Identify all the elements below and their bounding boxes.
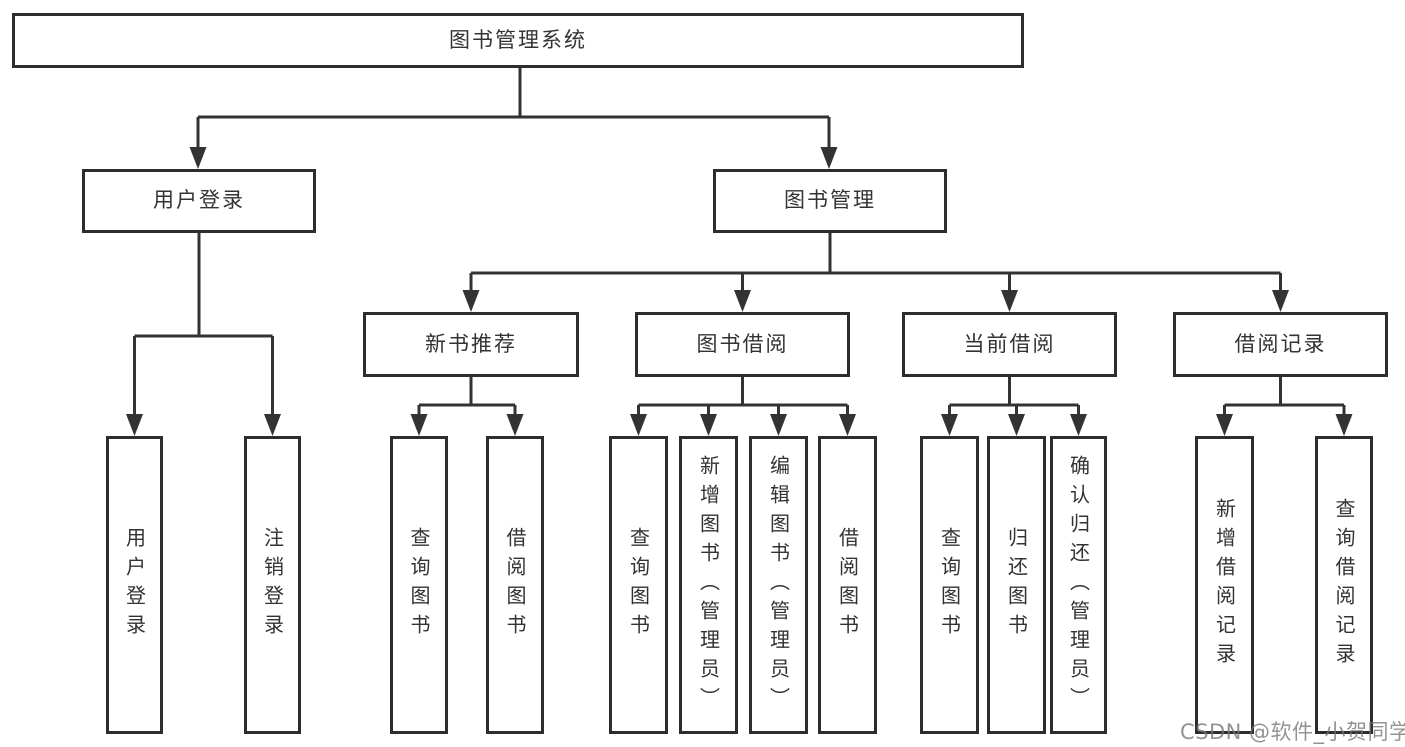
node-user-login: 用户登录 — [82, 169, 316, 233]
node-current-borrow: 当前借阅 — [902, 312, 1117, 377]
node-book-management: 图书管理 — [713, 169, 947, 233]
leaf-bb-borrow-book: 借阅图书 — [818, 436, 877, 734]
node-borrow-records: 借阅记录 — [1173, 312, 1388, 377]
node-new-book-recommend: 新书推荐 — [363, 312, 579, 377]
connector-new-book-recommend-children — [410, 377, 524, 436]
leaf-bb-add-book-admin: 新增图书（管理员） — [679, 436, 738, 734]
leaf-logout: 注销登录 — [244, 436, 301, 734]
connector-book-borrow-children — [630, 377, 856, 436]
leaf-br-add-record: 新增借阅记录 — [1195, 436, 1254, 734]
leaf-br-search-record: 查询借阅记录 — [1315, 436, 1373, 734]
connector-book-management-children — [462, 233, 1289, 312]
node-root: 图书管理系统 — [12, 13, 1024, 68]
connector-borrow-records-children — [1216, 377, 1353, 436]
node-book-borrow: 图书借阅 — [635, 312, 850, 377]
leaf-bb-edit-book-admin: 编辑图书（管理员） — [749, 436, 808, 734]
connector-current-borrow-children — [941, 377, 1087, 436]
connector-user-login-children — [126, 233, 281, 436]
leaf-nbr-search-book: 查询图书 — [390, 436, 448, 734]
leaf-cb-confirm-return-admin: 确认归还（管理员） — [1050, 436, 1107, 734]
leaf-user-login: 用户登录 — [106, 436, 163, 734]
connector-root-children — [189, 68, 838, 169]
leaf-cb-return-book: 归还图书 — [987, 436, 1046, 734]
leaf-cb-search-book: 查询图书 — [920, 436, 979, 734]
leaf-bb-search-book: 查询图书 — [609, 436, 668, 734]
csdn-watermark: CSDN @软件_小贺同学 — [1180, 720, 1405, 744]
leaf-nbr-borrow-book: 借阅图书 — [486, 436, 544, 734]
